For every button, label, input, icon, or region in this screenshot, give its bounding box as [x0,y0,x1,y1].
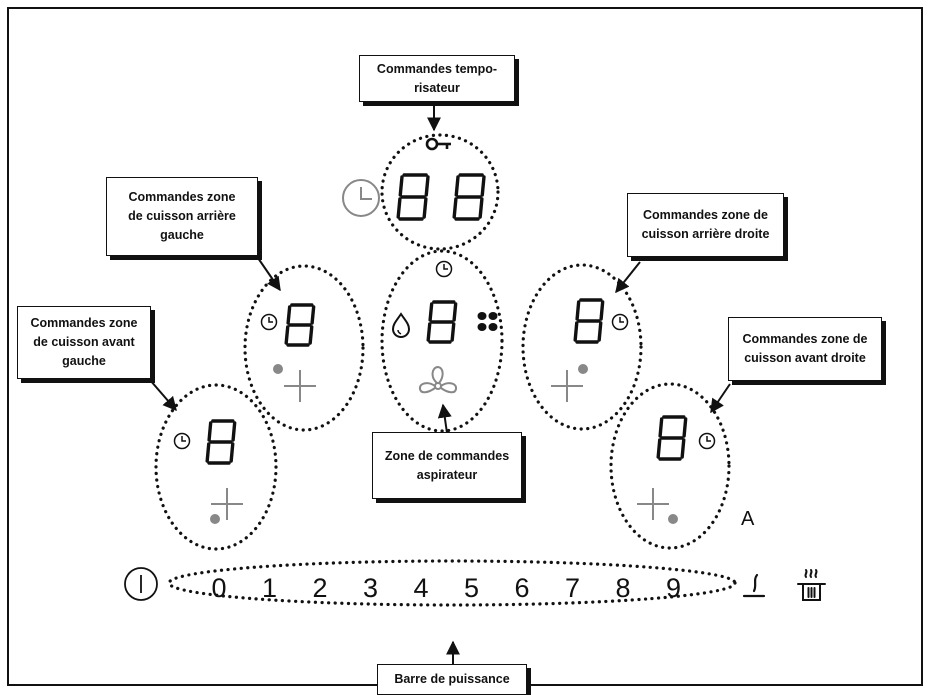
segment-b [310,305,316,325]
segment-c [680,438,686,459]
clock-icon[interactable] [698,432,716,450]
power-bar-outline [167,559,737,607]
arrow-hood [437,403,452,434]
dot-icon[interactable] [668,514,678,524]
segment-c [450,322,456,342]
segment-e [573,321,579,342]
callout-power-bar: Barre de puissance [377,664,527,695]
segment-f [658,417,664,438]
segment-c [422,197,428,219]
segment-b [480,175,486,197]
power-level-7[interactable]: 7 [565,573,580,603]
zone-center-outline [380,249,504,433]
pot-icon[interactable] [797,569,826,601]
segment-e [656,438,662,459]
hood-fan-icon[interactable] [418,365,458,394]
segment-b [452,302,458,322]
power-level-1[interactable]: 1 [262,573,277,603]
center-display [426,300,458,344]
segment-f [575,300,581,321]
power-level-9[interactable]: 9 [666,573,681,603]
zone-rear-left-outline [243,264,365,432]
power-level-8[interactable]: 8 [615,573,630,603]
power-level-2[interactable]: 2 [312,573,327,603]
dot-icon[interactable] [578,364,588,374]
power-level-5[interactable]: 5 [464,573,479,603]
segment-b [599,300,605,321]
timer-display-digit-1 [396,173,430,221]
arrow-rear-right [615,261,641,294]
segment-c [478,197,484,219]
segment-c [308,325,314,345]
segment-f [286,305,292,325]
power-level-0[interactable]: 0 [211,573,226,603]
arrow-front-right [710,383,731,414]
plus-icon[interactable] [637,488,669,520]
zone-front-left-outline [154,383,278,551]
zone-front-right-outline [609,382,731,550]
segment-b [231,421,237,442]
plus-icon[interactable] [284,370,316,402]
clock-icon[interactable] [435,260,453,278]
power-level-4[interactable]: 4 [413,573,428,603]
clock-icon[interactable] [611,313,629,331]
power-level-6[interactable]: 6 [514,573,529,603]
key-lock-icon[interactable] [425,137,451,151]
clock-icon[interactable] [260,313,278,331]
segment-e [426,322,432,342]
segment-f [398,175,404,197]
front-left-display [205,419,237,465]
front-right-display [656,415,688,461]
power-level-3[interactable]: 3 [363,573,378,603]
plus-icon[interactable] [211,488,243,520]
segment-e [284,325,290,345]
segment-f [454,175,460,197]
segment-b [424,175,430,197]
zone-timer-outline [380,133,500,251]
keep-warm-icon[interactable] [742,573,766,598]
segment-f [428,302,434,322]
segment-c [229,442,235,463]
timer-display-digit-2 [452,173,486,221]
auto-label: A [741,508,755,530]
clock-icon[interactable] [173,432,191,450]
dot-icon[interactable] [273,364,283,374]
drop-icon[interactable] [391,312,411,339]
zone-rear-right-outline [521,263,643,431]
segment-b [682,417,688,438]
timer-clock-icon[interactable] [342,179,380,217]
power-icon[interactable] [124,567,158,601]
plus-icon[interactable] [551,370,583,402]
segment-e [396,197,402,219]
segment-c [597,321,603,342]
segment-e [452,197,458,219]
fan-icon[interactable] [477,312,498,331]
segment-e [205,442,211,463]
arrow-front-left [149,379,177,412]
dot-icon[interactable] [210,514,220,524]
rear-left-display [284,303,316,347]
arrow-rear-left [257,257,281,292]
callout-timer: Commandes tempo-risateur [359,55,515,102]
segment-f [207,421,213,442]
rear-right-display [573,298,605,344]
